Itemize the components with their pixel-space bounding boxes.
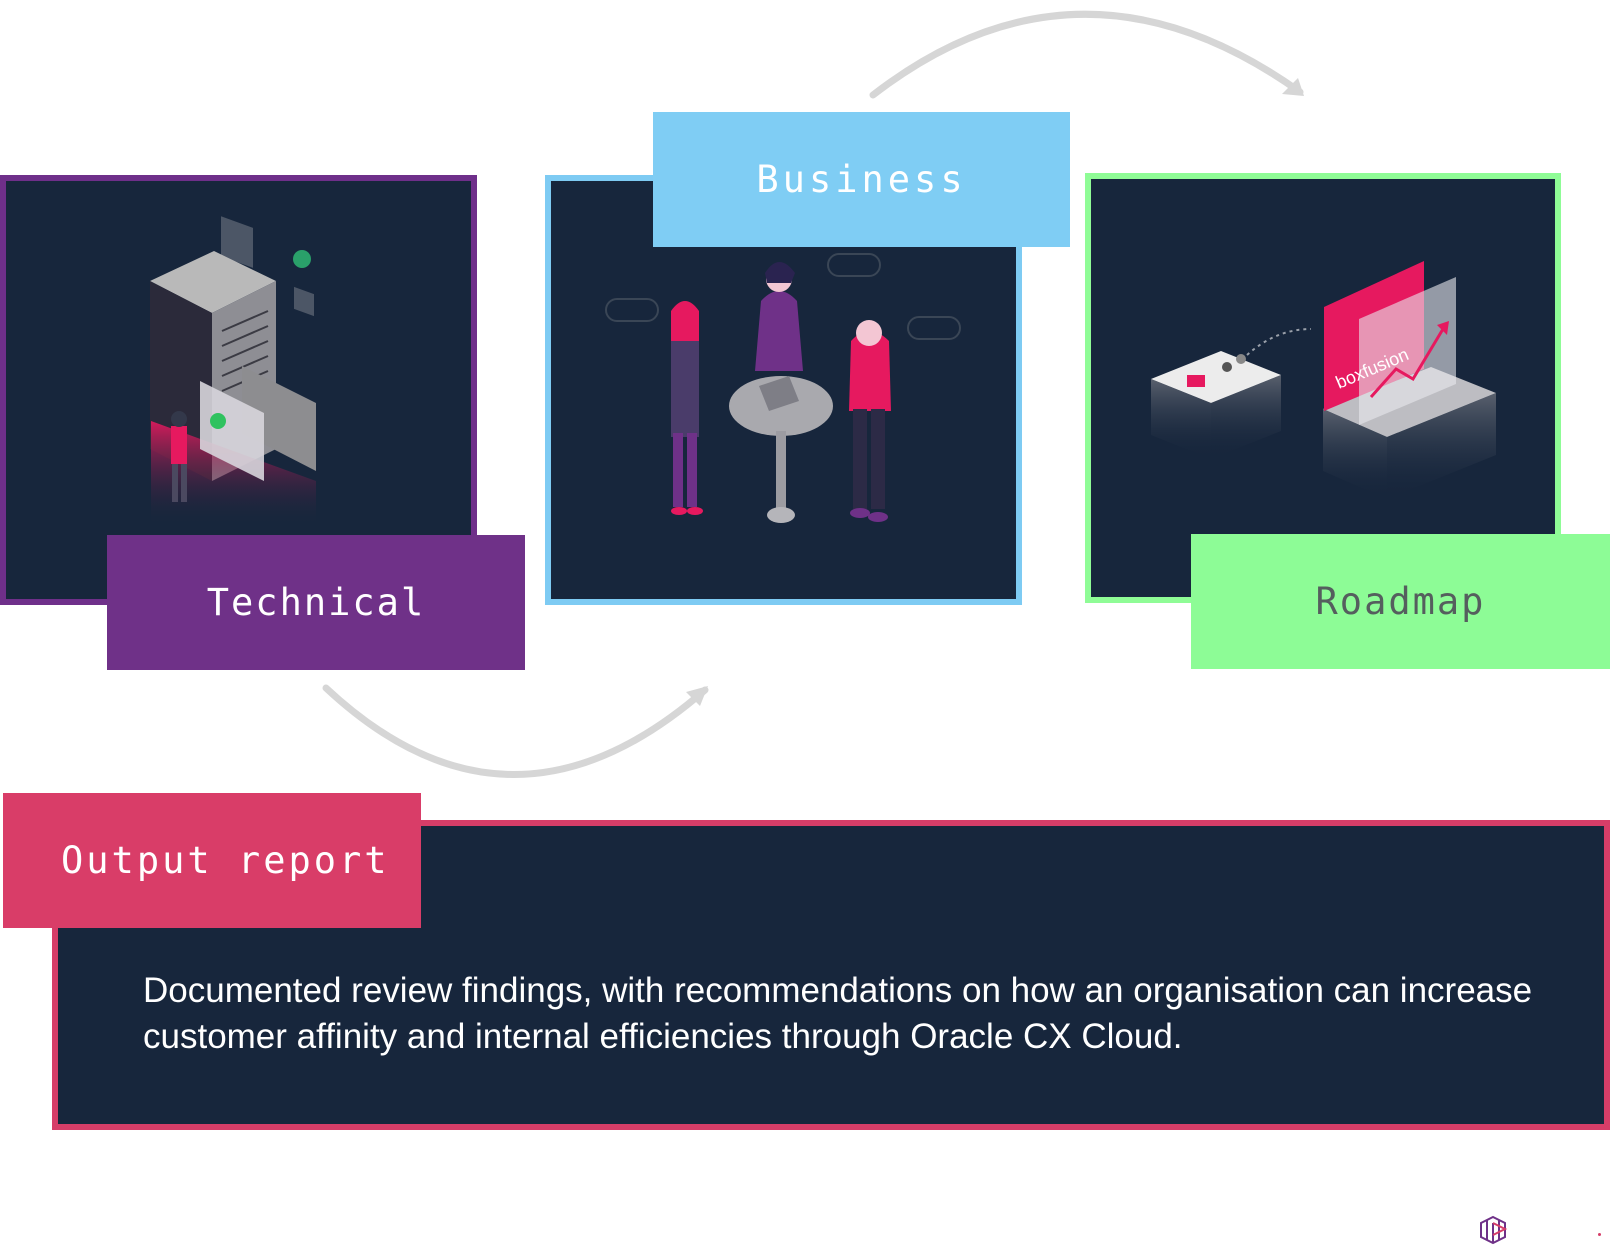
arrow-business-to-roadmap xyxy=(869,10,1304,99)
business-label: Business xyxy=(653,112,1070,247)
meeting-illustration xyxy=(605,253,961,523)
roadmap-illustration: boxfusion xyxy=(1151,261,1496,499)
cube-logo-icon xyxy=(1480,1215,1508,1245)
decorative-dot xyxy=(1598,1233,1601,1236)
server-illustration xyxy=(150,216,316,526)
technical-panel xyxy=(0,175,477,605)
arrow-technical-to-business xyxy=(322,684,709,778)
arrow-head-icon xyxy=(686,686,708,706)
output-label: Output report xyxy=(3,793,421,928)
technical-label: Technical xyxy=(107,535,525,670)
roadmap-label: Roadmap xyxy=(1191,534,1610,669)
output-description: Documented review findings, with recomme… xyxy=(143,971,1533,1056)
roadmap-panel: boxfusion xyxy=(1085,173,1561,603)
arrow-head-icon xyxy=(1282,78,1304,96)
